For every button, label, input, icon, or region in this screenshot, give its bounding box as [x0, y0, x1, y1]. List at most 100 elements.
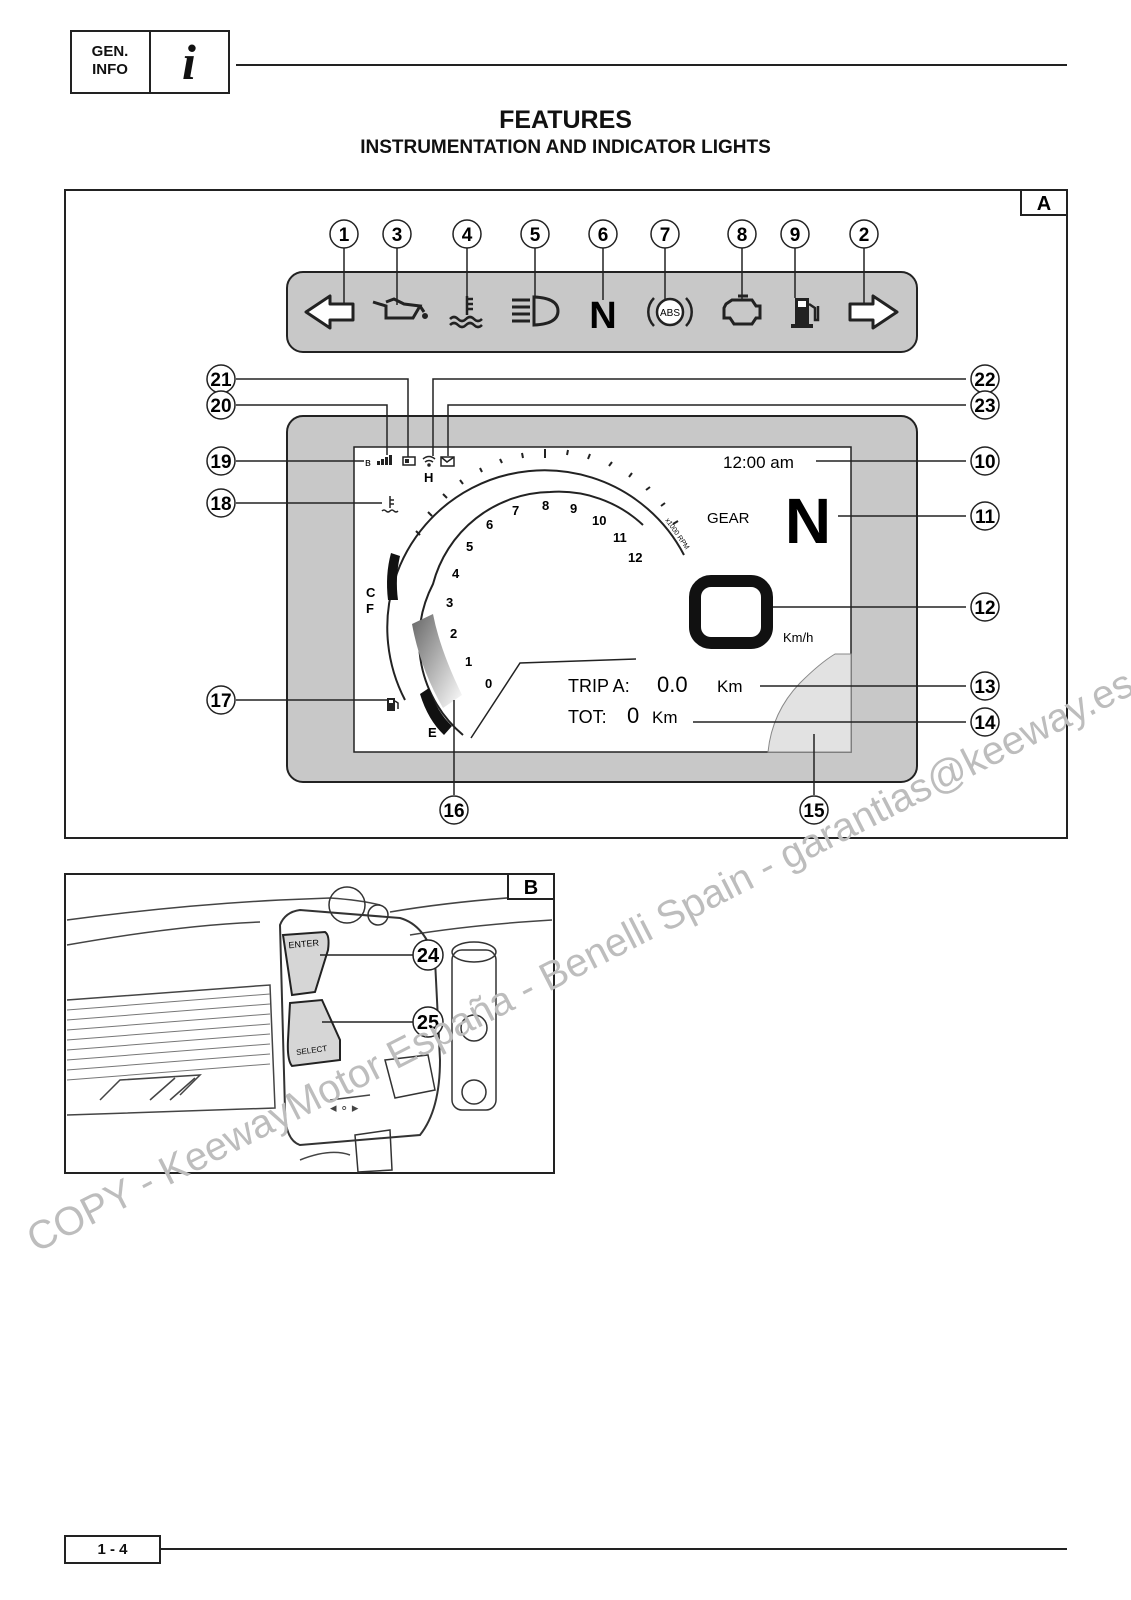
gear-label: GEAR	[707, 510, 750, 527]
svg-text:7: 7	[512, 503, 519, 518]
svg-text:24: 24	[417, 945, 440, 967]
svg-text:15: 15	[803, 801, 825, 822]
svg-text:2: 2	[450, 626, 457, 641]
coolant-small-icon	[381, 496, 399, 513]
svg-text:Km: Km	[652, 708, 678, 727]
indicator-panel	[286, 271, 918, 353]
svg-text:8: 8	[737, 225, 748, 246]
temp-bar	[387, 553, 400, 600]
figure-a: A	[64, 189, 1068, 839]
fuel-e-label: E	[428, 725, 437, 740]
svg-text:12: 12	[974, 598, 995, 619]
svg-text:0: 0	[627, 703, 639, 728]
fuel-small-icon	[387, 698, 399, 711]
svg-text:ENTER: ENTER	[288, 938, 320, 951]
display-clock: 12:00 am	[723, 453, 794, 472]
svg-text:2: 2	[859, 225, 870, 246]
rpm-bar	[412, 614, 462, 708]
svg-text:11: 11	[613, 530, 627, 545]
figure-b-label: B	[524, 877, 538, 899]
svg-text:6: 6	[486, 517, 493, 532]
callouts-side: 21 20 19 18 17 16 15 22 23 10 11 12 13 1…	[206, 364, 1000, 825]
svg-text:0.0: 0.0	[657, 672, 688, 697]
info-icon: i	[182, 34, 196, 90]
svg-text:25: 25	[417, 1012, 439, 1034]
left-turn-icon	[304, 294, 355, 330]
svg-text:ABS: ABS	[660, 308, 680, 319]
svg-text:10: 10	[592, 513, 606, 528]
tach-ticks	[415, 449, 679, 536]
svg-text:22: 22	[974, 370, 995, 391]
svg-text:Km: Km	[717, 677, 743, 696]
speed-unit: Km/h	[783, 630, 813, 645]
svg-text:12: 12	[628, 550, 642, 565]
tot-readout: TOT: 0 Km	[568, 703, 678, 728]
info-divider	[470, 658, 637, 739]
svg-text:13: 13	[974, 677, 995, 698]
coolant-temp-icon	[449, 296, 483, 329]
fuel-f-label: F	[366, 601, 374, 616]
tach-inner-arc	[418, 490, 644, 736]
svg-text:SELECT: SELECT	[296, 1044, 328, 1057]
light-sensor-area	[767, 653, 852, 753]
svg-text:◂ ∘ ▸: ◂ ∘ ▸	[330, 1100, 359, 1115]
oil-pressure-icon	[372, 297, 428, 320]
svg-text:7: 7	[660, 225, 671, 246]
rpm-tick-labels: 0 1 2 3 4 5 6 7 8 9 10 11 12	[446, 498, 642, 691]
right-turn-icon	[848, 294, 899, 330]
svg-text:20: 20	[210, 396, 231, 417]
svg-text:4: 4	[452, 566, 460, 581]
svg-text:21: 21	[210, 370, 232, 391]
signal-icon	[377, 455, 392, 465]
section-divider	[149, 31, 151, 93]
enter-button: ENTER	[281, 930, 330, 997]
page-title: FEATURES	[499, 106, 632, 134]
svg-text:TOT:: TOT:	[568, 707, 607, 727]
footer-rule	[161, 1548, 1067, 1550]
svg-text:17: 17	[210, 691, 231, 712]
speed-digit	[689, 575, 773, 649]
svg-text:TRIP A:: TRIP A:	[568, 676, 630, 696]
engine-check-icon	[722, 294, 762, 326]
svg-text:1: 1	[339, 225, 350, 246]
svg-text:16: 16	[443, 801, 464, 822]
display-content: ʙ 12:00 am GEAR N Km/h	[365, 449, 852, 753]
svg-text:4: 4	[462, 225, 473, 246]
svg-text:18: 18	[210, 494, 231, 515]
svg-text:0: 0	[485, 676, 492, 691]
select-button: SELECT	[286, 998, 341, 1068]
bluetooth-icon: ʙ	[365, 457, 371, 469]
fuel-bar	[420, 688, 452, 735]
handlebar-switch-illustration: ◂ ∘ ▸	[66, 886, 553, 1173]
trip-readout: TRIP A: 0.0 Km	[568, 672, 743, 697]
battery-icon	[402, 456, 416, 466]
svg-text:9: 9	[570, 501, 577, 516]
svg-text:23: 23	[974, 396, 995, 417]
header-rule	[236, 64, 1067, 66]
temp-h-label: H	[424, 470, 433, 485]
svg-text:6: 6	[598, 225, 609, 246]
svg-text:5: 5	[530, 225, 541, 246]
figure-a-label: A	[1037, 193, 1051, 215]
wifi-icon	[422, 455, 436, 467]
svg-text:8: 8	[542, 498, 549, 513]
tach-outer-arc	[386, 469, 685, 701]
svg-text:1: 1	[465, 654, 472, 669]
gear-value: N	[785, 485, 831, 557]
figure-b: ◂ ∘ ▸ ENTER SELECT 24 25 B	[64, 873, 555, 1174]
message-icon	[440, 456, 455, 467]
svg-text:10: 10	[974, 452, 995, 473]
abs-icon: ABS	[647, 297, 693, 327]
temp-c-label: C	[366, 585, 376, 600]
svg-text:5: 5	[466, 539, 473, 554]
svg-text:19: 19	[210, 452, 231, 473]
page-subtitle: INSTRUMENTATION AND INDICATOR LIGHTS	[360, 137, 771, 158]
neutral-icon: N	[589, 295, 616, 337]
svg-text:3: 3	[392, 225, 403, 246]
svg-text:11: 11	[975, 507, 996, 528]
svg-text:3: 3	[446, 595, 453, 610]
callouts-top: 1 3 4 5 6 7 8 9 2	[329, 219, 879, 249]
high-beam-icon	[512, 295, 560, 327]
callouts-b: 24 25	[412, 939, 444, 1038]
